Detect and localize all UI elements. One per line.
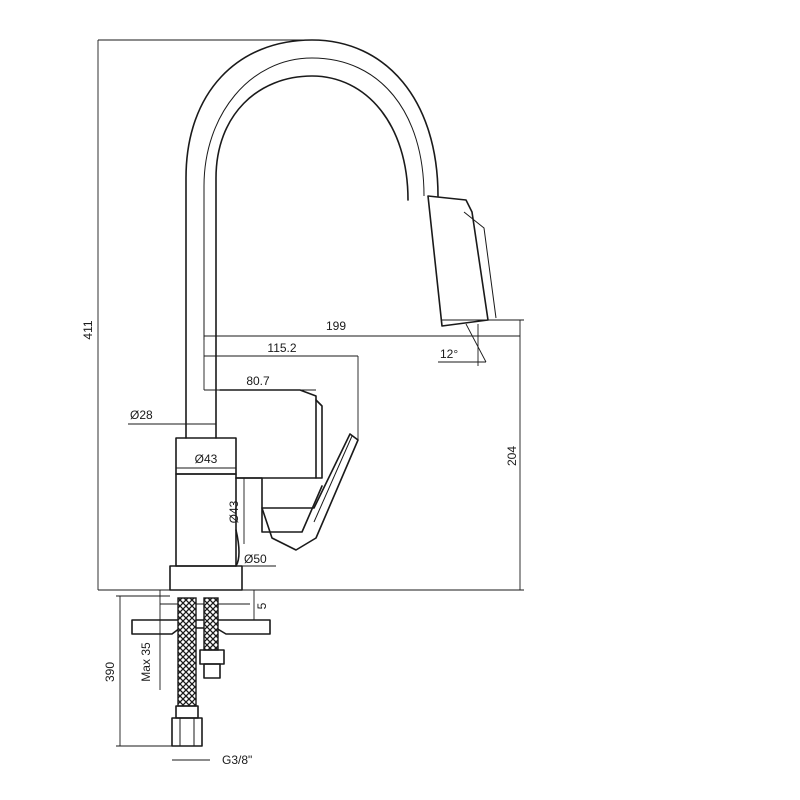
label-total-height: 411 [81, 320, 95, 339]
handle-knob-edge [313, 435, 353, 523]
hose-fitting-left-nut [171, 717, 203, 747]
label-spray-angle: 12° [440, 347, 458, 361]
hose-fitting-right-nut [203, 663, 221, 679]
hose-fitting-left [175, 705, 199, 719]
handle-lever-front [315, 399, 323, 479]
spray-head-band [463, 211, 497, 319]
label-hose-length: 390 [103, 662, 117, 682]
label-spout-reach: 199 [326, 319, 346, 333]
label-outlet-height: 204 [505, 446, 519, 466]
label-body-side: Ø43 [227, 500, 241, 523]
hose-fitting-right [199, 649, 225, 665]
handle-knob [261, 433, 359, 551]
spray-head [427, 195, 489, 327]
handle-cartridge [235, 477, 323, 533]
label-base-ring: 5 [255, 602, 269, 609]
body-notch [235, 529, 240, 567]
label-body-top: Ø43 [195, 452, 218, 466]
label-pipe-diameter: Ø28 [130, 408, 153, 422]
label-base-diameter: Ø50 [244, 552, 267, 566]
label-deck-thickness: Max 35 [139, 642, 153, 682]
angle-ref-tilted [465, 323, 487, 363]
dimension-lines [97, 39, 524, 761]
braided-hose-left [177, 597, 197, 707]
hose-fitting-left-hex [179, 718, 195, 746]
faucet-outline [131, 39, 497, 747]
spout-inner-wall [215, 75, 409, 439]
mounting-plate [131, 619, 271, 635]
label-connector-thread: G3/8" [222, 753, 252, 767]
base-ring [169, 565, 243, 591]
label-lever-offset: 80.7 [246, 374, 270, 388]
spout-inner-tube [203, 57, 425, 340]
dimension-labels: 411 199 115.2 80.7 Ø28 Ø43 Ø43 Ø50 204 5… [81, 319, 519, 767]
label-handle-reach: 115.2 [267, 341, 296, 355]
spout-outer-wall [185, 39, 439, 439]
braided-hose-right [203, 597, 219, 651]
handle-lever [219, 389, 317, 479]
